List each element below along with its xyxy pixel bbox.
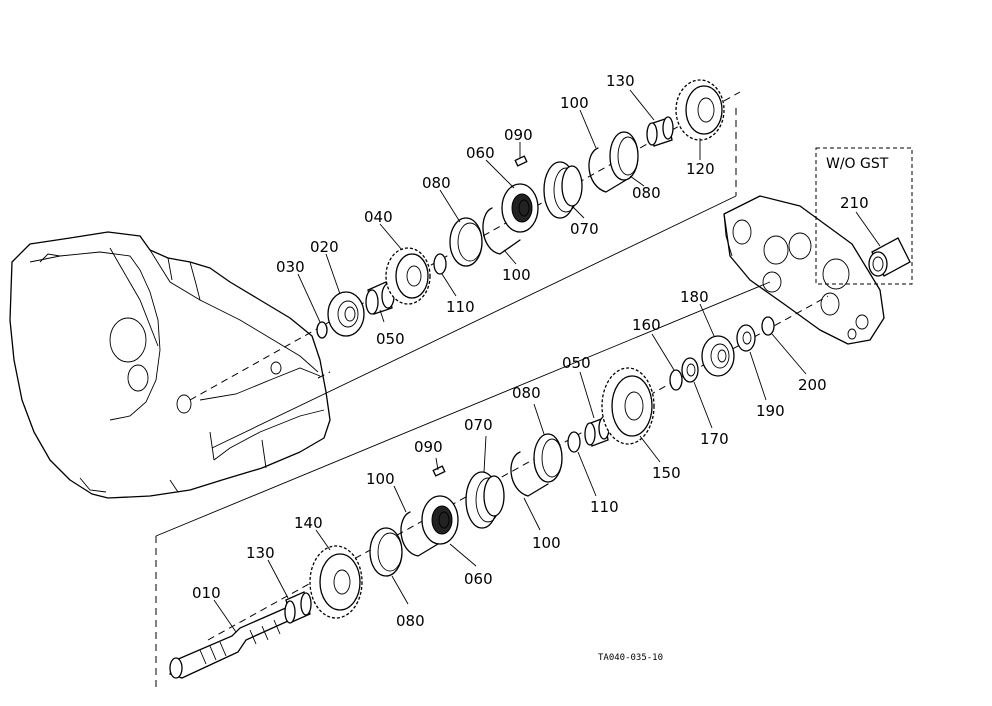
- part-070-sleeve: [543, 161, 583, 219]
- part-130-needle-bearing: [646, 116, 674, 147]
- label-150: 150: [652, 464, 681, 482]
- label-180: 180: [680, 288, 709, 306]
- part-190-washer: [736, 324, 756, 352]
- leader-lines: [213, 89, 881, 633]
- label-110b: 110: [590, 498, 619, 516]
- label-060a: 060: [466, 144, 495, 162]
- label-040: 040: [364, 208, 393, 226]
- upper-shaft-parts: [316, 79, 725, 339]
- part-200-circlip: [761, 316, 775, 336]
- label-070b: 070: [464, 416, 493, 434]
- part-130-needle-bearing-b: [284, 591, 312, 624]
- part-090-key-b: [432, 465, 446, 477]
- part-120-gear: [675, 79, 725, 141]
- label-100c: 100: [366, 470, 395, 488]
- part-180-bearing: [701, 335, 735, 377]
- assembly-axis-lines: [155, 91, 829, 690]
- part-160-circlip: [669, 369, 683, 391]
- label-050a: 050: [376, 330, 405, 348]
- part-110-collar-b: [567, 431, 581, 453]
- part-040-gear: [385, 247, 431, 305]
- label-080b: 080: [632, 184, 661, 202]
- label-030: 030: [276, 258, 305, 276]
- label-050b: 050: [562, 354, 591, 372]
- inset-title: W/O GST: [826, 156, 889, 172]
- part-140-gear: [309, 545, 363, 619]
- label-070a: 070: [570, 220, 599, 238]
- part-070-sleeve-b: [465, 471, 505, 529]
- label-190: 190: [756, 402, 785, 420]
- label-060b: 060: [464, 570, 493, 588]
- label-110a: 110: [446, 298, 475, 316]
- part-100-spring-b: [588, 147, 627, 193]
- label-080a: 080: [422, 174, 451, 192]
- part-100-spring-c: [400, 511, 439, 557]
- label-090b: 090: [414, 438, 443, 456]
- part-100-spring-d: [510, 451, 549, 497]
- label-010: 010: [192, 584, 221, 602]
- label-160: 160: [632, 316, 661, 334]
- label-140: 140: [294, 514, 323, 532]
- part-080-synchro-ring-d: [533, 433, 563, 483]
- part-210-bushing: [868, 237, 911, 277]
- label-210: 210: [840, 194, 869, 212]
- label-090a: 090: [504, 126, 533, 144]
- bearing-plate: [723, 195, 885, 345]
- inset-without-gst: W/O GST: [815, 147, 913, 285]
- part-050-needle-bearing-b: [584, 416, 610, 447]
- part-080-synchro-ring: [449, 217, 483, 267]
- label-130a: 130: [606, 72, 635, 90]
- lower-shaft-parts: [169, 316, 775, 679]
- part-020-bearing: [327, 291, 365, 337]
- part-080-synchro-ring-c: [369, 527, 403, 577]
- part-090-key: [514, 155, 528, 167]
- part-labels: 030 020 040 050 080 110 060 090 100 100 …: [192, 72, 869, 630]
- label-080c: 080: [396, 612, 425, 630]
- label-100b: 100: [560, 94, 589, 112]
- label-170: 170: [700, 430, 729, 448]
- transmission-housing: [9, 231, 331, 499]
- part-150-gear: [601, 367, 655, 445]
- label-100d: 100: [532, 534, 561, 552]
- label-200: 200: [798, 376, 827, 394]
- part-170-collar: [681, 357, 699, 383]
- part-080-synchro-ring-b: [609, 131, 639, 181]
- part-030-circlip: [316, 321, 328, 339]
- label-020: 020: [310, 238, 339, 256]
- label-130b: 130: [246, 544, 275, 562]
- part-060-hub: [501, 183, 539, 233]
- part-100-spring: [482, 207, 521, 255]
- label-100a: 100: [502, 266, 531, 284]
- part-060-hub-b: [421, 495, 459, 545]
- part-110-collar: [433, 253, 447, 275]
- label-080d: 080: [512, 384, 541, 402]
- label-120: 120: [686, 160, 715, 178]
- figure-reference: TA040-035-10: [598, 653, 663, 663]
